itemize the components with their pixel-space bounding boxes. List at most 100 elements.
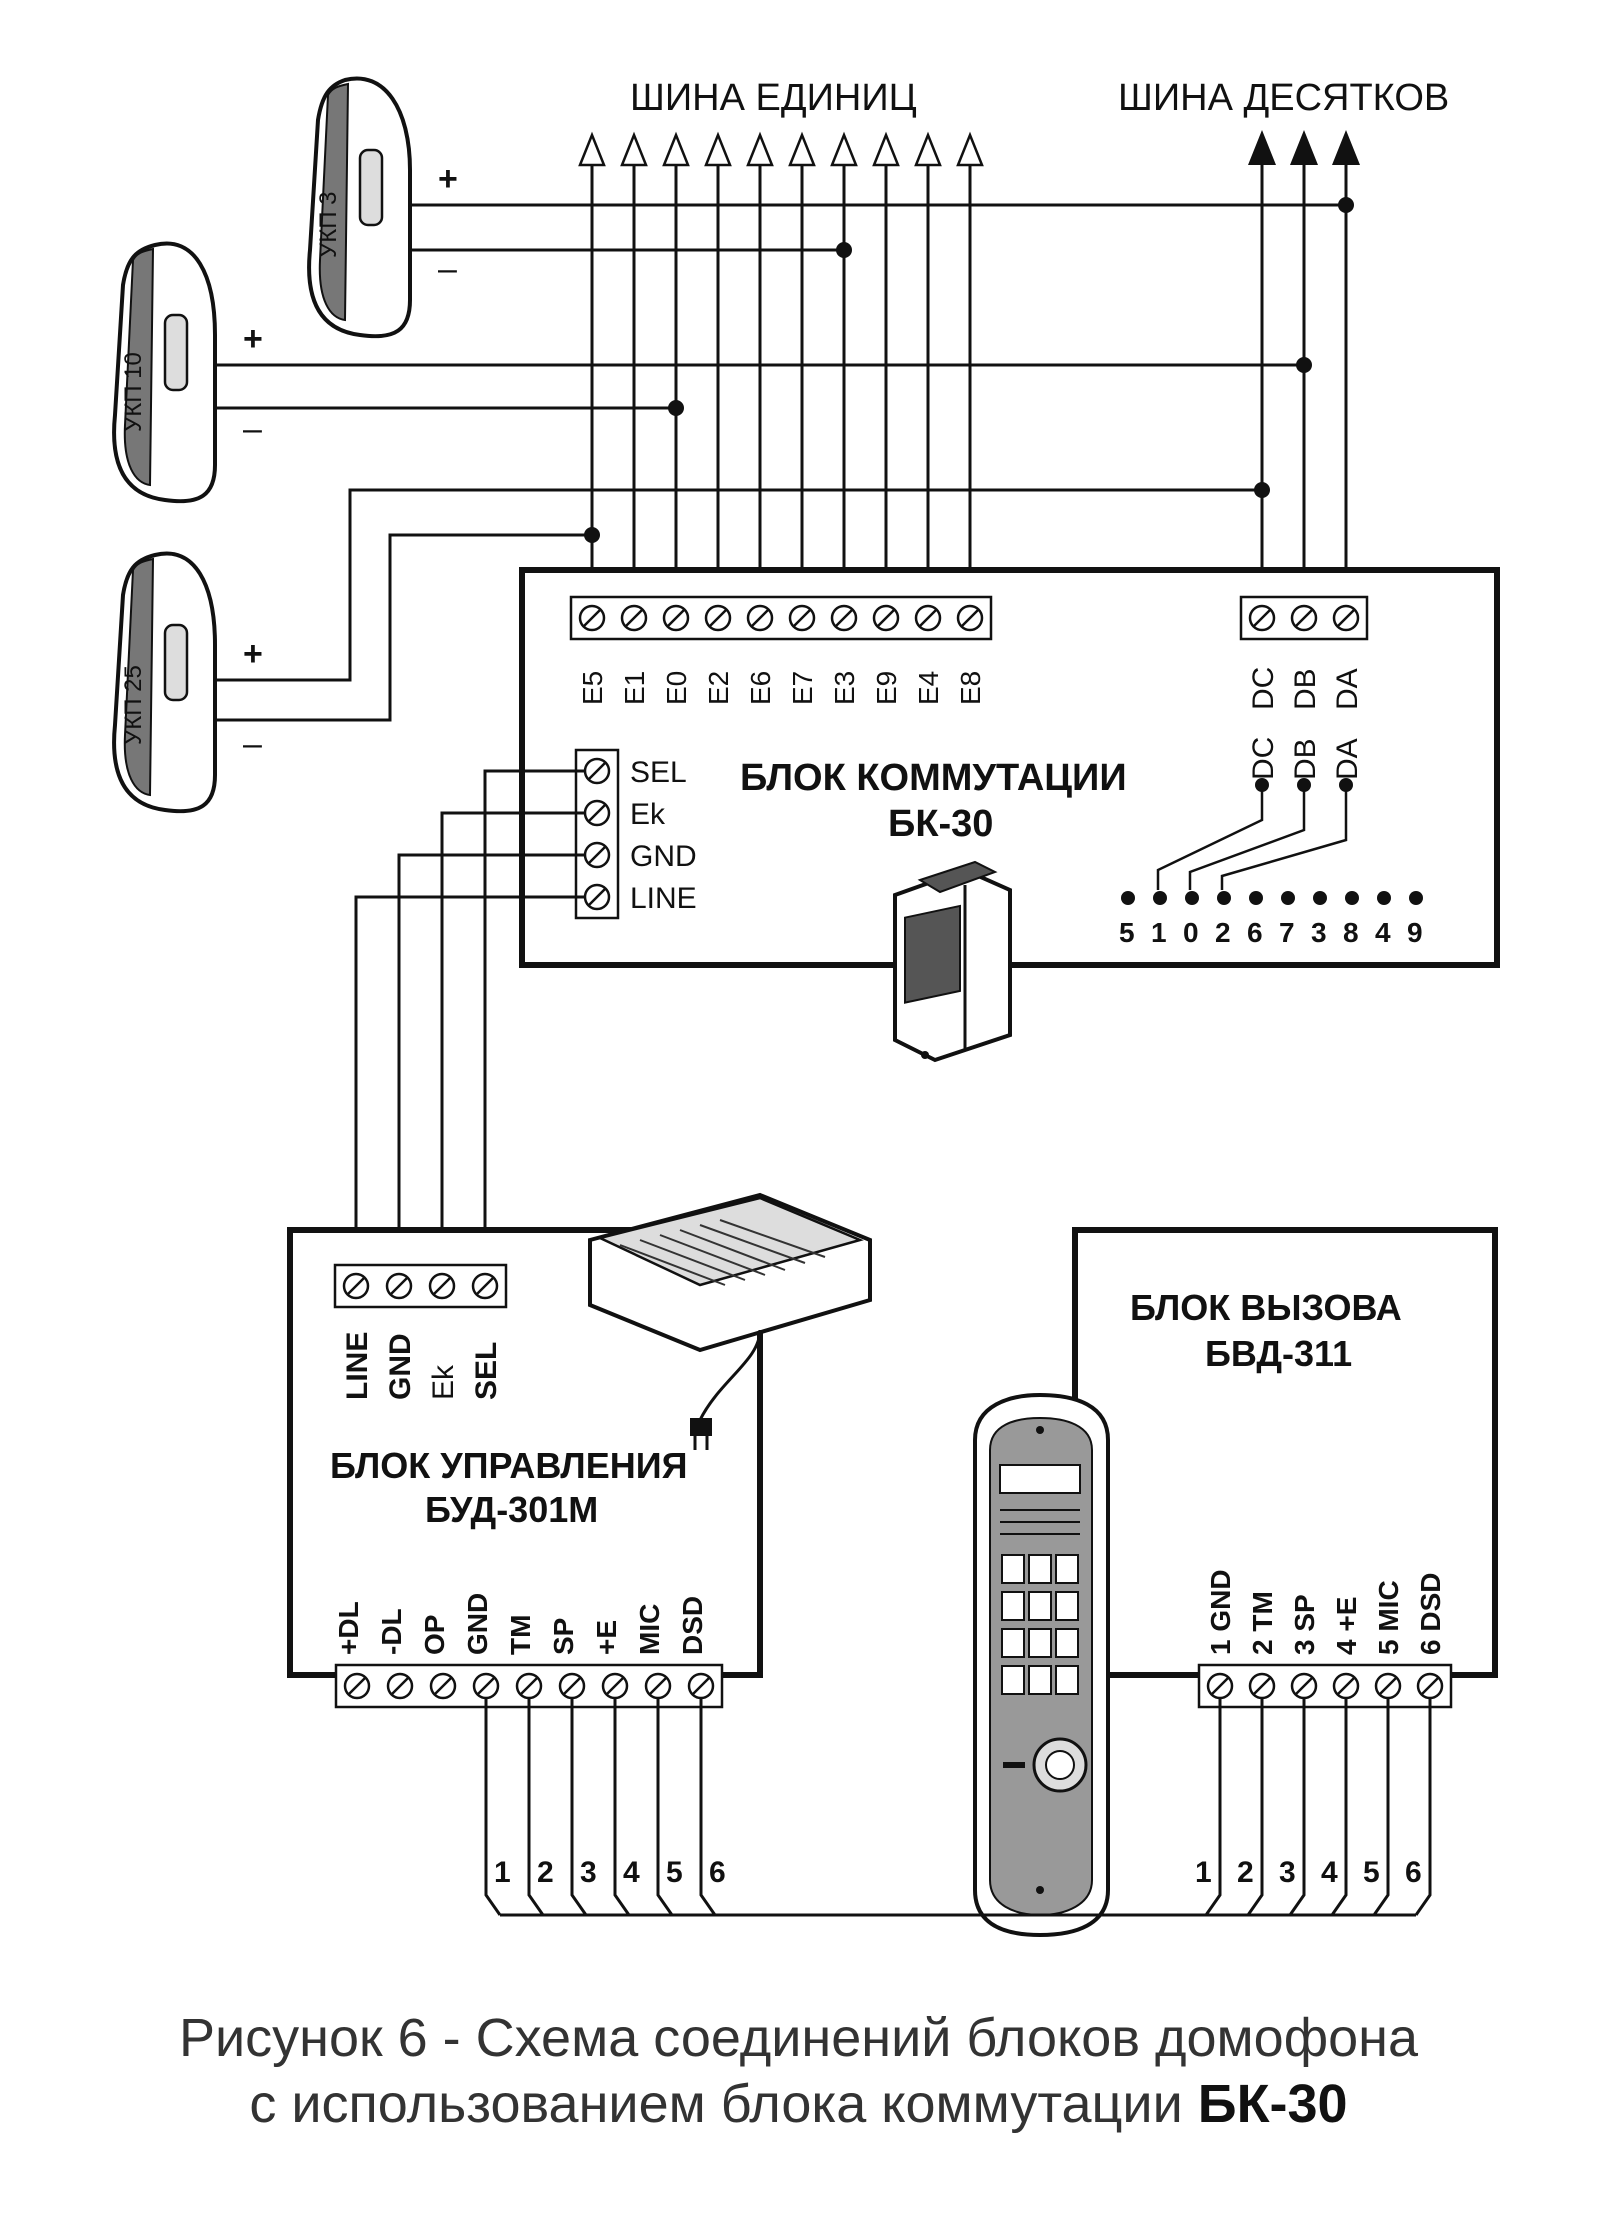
- terminal-label: E4: [913, 671, 944, 705]
- handset-ukp3: УКП 3 + –: [307, 76, 458, 339]
- bk30-device-image: [893, 860, 1012, 1063]
- jumper-digit: 0: [1183, 917, 1199, 948]
- cable-number: 4: [623, 1856, 640, 1889]
- terminal-label: LINE: [341, 1332, 374, 1400]
- terminal-label: LINE: [630, 882, 697, 915]
- terminal-label: OP: [419, 1615, 450, 1655]
- cable-number: 5: [666, 1856, 683, 1889]
- jumper-digit: 2: [1215, 917, 1231, 948]
- terminal-label: -DL: [376, 1608, 407, 1655]
- six-wire-cable: [484, 1698, 1432, 1917]
- terminal-label: E7: [787, 671, 818, 705]
- units-bus-wires: [590, 165, 972, 605]
- terminal-label: SP: [548, 1618, 579, 1655]
- cable-number: 2: [537, 1856, 554, 1889]
- call-panel-image: [973, 1392, 1110, 1938]
- bk30-jumper-digits: 5 1 0 2 6 7 3 8 4 9: [1119, 917, 1423, 948]
- bk30-side-terminal-strip: [574, 748, 620, 920]
- cable-number: 3: [580, 1856, 597, 1889]
- units-bus-arrows: [578, 131, 984, 167]
- handset-ukp25: УКП 25 + –: [112, 551, 263, 814]
- handset-label: УКП 10: [120, 352, 147, 432]
- bud-top-labels: LINE GND Ek SEL: [341, 1332, 503, 1400]
- handset-plus: +: [438, 160, 458, 198]
- terminal-label: DSD: [677, 1596, 708, 1655]
- caption-line-2: с использованием блока коммутации БК-30: [0, 2071, 1597, 2137]
- terminal-label: E8: [955, 671, 986, 705]
- bvd-labels: 1 GND 2 TM 3 SP 4 +E 5 MIC 6 DSD: [1205, 1569, 1446, 1655]
- cable-numbers-left: 1 2 3 4 5 6: [494, 1856, 726, 1889]
- bud-title: БЛОК УПРАВЛЕНИЯ: [330, 1445, 687, 1486]
- handset-ukp10: УКП 10 + –: [112, 241, 263, 504]
- cable-number: 4: [1321, 1856, 1338, 1889]
- terminal-label: E5: [577, 671, 608, 705]
- junction-dots: [584, 197, 1354, 543]
- cable-number: 2: [1237, 1856, 1254, 1889]
- bk30-title: БЛОК КОММУТАЦИИ: [740, 757, 1127, 799]
- terminal-label: 2 TM: [1247, 1591, 1278, 1655]
- jumper-digit: 8: [1343, 917, 1359, 948]
- cable-number: 6: [1405, 1856, 1422, 1889]
- bud-bottom-labels: +DL -DL OP GND TM SP +E MIC DSD: [333, 1593, 708, 1655]
- bk30-d-labels: DC DB DA DC DB DA: [1247, 667, 1364, 780]
- cable-number: 1: [1195, 1856, 1212, 1889]
- terminal-label: TM: [505, 1615, 536, 1655]
- figure-caption: Рисунок 6 - Схема соединений блоков домо…: [0, 2005, 1597, 2137]
- jumper-digit: 1: [1151, 917, 1167, 948]
- bk30-side-labels: SEL Ek GND LINE: [630, 756, 697, 915]
- jumper-digit: 4: [1375, 917, 1391, 948]
- bk30-d-terminal-strip: [1239, 595, 1369, 641]
- bud-top-terminal-strip: [333, 1263, 508, 1309]
- bk30-model: БК-30: [888, 803, 993, 845]
- terminal-label: 4 +E: [1331, 1597, 1362, 1655]
- bvd-terminal-strip: [1197, 1663, 1453, 1709]
- terminal-label: DC: [1247, 667, 1280, 710]
- jumper-digit: 5: [1119, 917, 1135, 948]
- handset-label: УКП 3: [315, 192, 342, 259]
- terminal-label: 5 MIC: [1373, 1580, 1404, 1655]
- terminal-label: DA: [1331, 668, 1364, 710]
- terminal-label: E6: [745, 671, 776, 705]
- jumper-digit: 6: [1247, 917, 1263, 948]
- bud-model: БУД-301М: [425, 1489, 598, 1530]
- terminal-label: +E: [591, 1620, 622, 1655]
- terminal-label: E1: [619, 671, 650, 705]
- bvd-model: БВД-311: [1205, 1333, 1352, 1374]
- terminal-label: E3: [829, 671, 860, 705]
- terminal-label: Ek: [427, 1364, 460, 1400]
- bk30-e-terminal-strip: [569, 595, 993, 641]
- terminal-label: DA: [1331, 738, 1364, 780]
- terminal-label: GND: [384, 1333, 417, 1400]
- cable-number: 5: [1363, 1856, 1380, 1889]
- handset-minus: –: [438, 250, 457, 288]
- terminal-label: 6 DSD: [1415, 1573, 1446, 1655]
- cable-number: 1: [494, 1856, 511, 1889]
- terminal-label: DB: [1289, 668, 1322, 710]
- bvd-title: БЛОК ВЫЗОВА: [1130, 1287, 1402, 1328]
- bk30-e-labels: E5 E1 E0 E2 E6 E7 E3 E9 E4 E8: [577, 671, 986, 705]
- jumper-digit: 3: [1311, 917, 1327, 948]
- terminal-label: SEL: [630, 756, 687, 789]
- bk30-bud-cables: [354, 769, 585, 1265]
- terminal-label: GND: [462, 1593, 493, 1655]
- tens-bus-arrows: [1248, 130, 1360, 165]
- terminal-label: Ek: [630, 798, 666, 831]
- handset-minus: –: [243, 410, 262, 448]
- terminal-label: E0: [661, 671, 692, 705]
- cable-number: 6: [709, 1856, 726, 1889]
- tens-bus-label: ШИНА ДЕСЯТКОВ: [1118, 77, 1449, 119]
- jumper-digit: 7: [1279, 917, 1295, 948]
- handset-plus: +: [243, 635, 263, 673]
- handset-minus: –: [243, 725, 262, 763]
- caption-line-2-bold: БК-30: [1197, 2074, 1348, 2134]
- terminal-label: SEL: [470, 1342, 503, 1400]
- cable-number: 3: [1279, 1856, 1296, 1889]
- terminal-label: E2: [703, 671, 734, 705]
- cable-numbers-right: 1 2 3 4 5 6: [1195, 1856, 1422, 1889]
- terminal-label: MIC: [634, 1604, 665, 1655]
- terminal-label: +DL: [333, 1601, 364, 1655]
- handset-label: УКП 25: [120, 665, 147, 745]
- bk30-jumper-wires: [1156, 785, 1348, 890]
- handset-wires: [215, 203, 1346, 722]
